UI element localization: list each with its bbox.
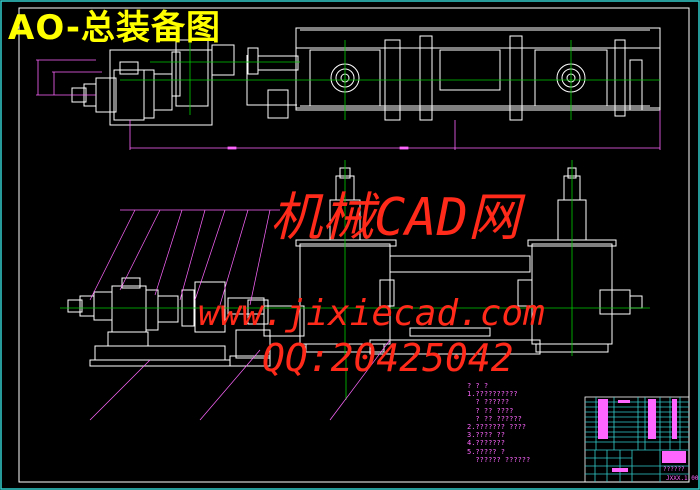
top-view-dimensions <box>36 59 661 150</box>
top-view <box>71 27 661 126</box>
notes-heading: ? ? ? <box>467 382 489 390</box>
note-item: 4.??????? <box>467 439 505 448</box>
title-block-name: ?????? <box>663 466 685 473</box>
title-block-drawing-number: JXXX.1.00 <box>666 475 699 482</box>
drawing-frame <box>18 7 690 483</box>
note-item: 3.???? ?? <box>467 431 505 440</box>
top-view-centerlines <box>120 20 660 120</box>
watermark-url: www.jixiecad.com <box>198 293 545 334</box>
note-item: ? ?? ???? <box>467 406 514 415</box>
title-block-fills <box>598 399 686 472</box>
front-view-centerlines <box>60 160 650 400</box>
watermark-qq: QQ:20425042 <box>262 336 514 380</box>
note-item: 5.????? ? <box>467 447 505 456</box>
note-item: ? ?????? <box>467 398 510 407</box>
technical-notes: ? ? ?1.?????????? ? ?????? ? ?? ???? ? ?… <box>467 382 530 464</box>
note-item: ? ?? ?????? <box>467 414 522 423</box>
watermark-site-name: 机械CAD网 <box>270 188 520 248</box>
leader-lines <box>89 209 391 421</box>
note-item: 2.??????? ???? <box>467 423 527 432</box>
note-item: ?????? ?????? <box>467 455 531 464</box>
note-item: 1.?????????? <box>467 390 518 399</box>
drawing-title: AO-总装备图 <box>8 8 221 48</box>
